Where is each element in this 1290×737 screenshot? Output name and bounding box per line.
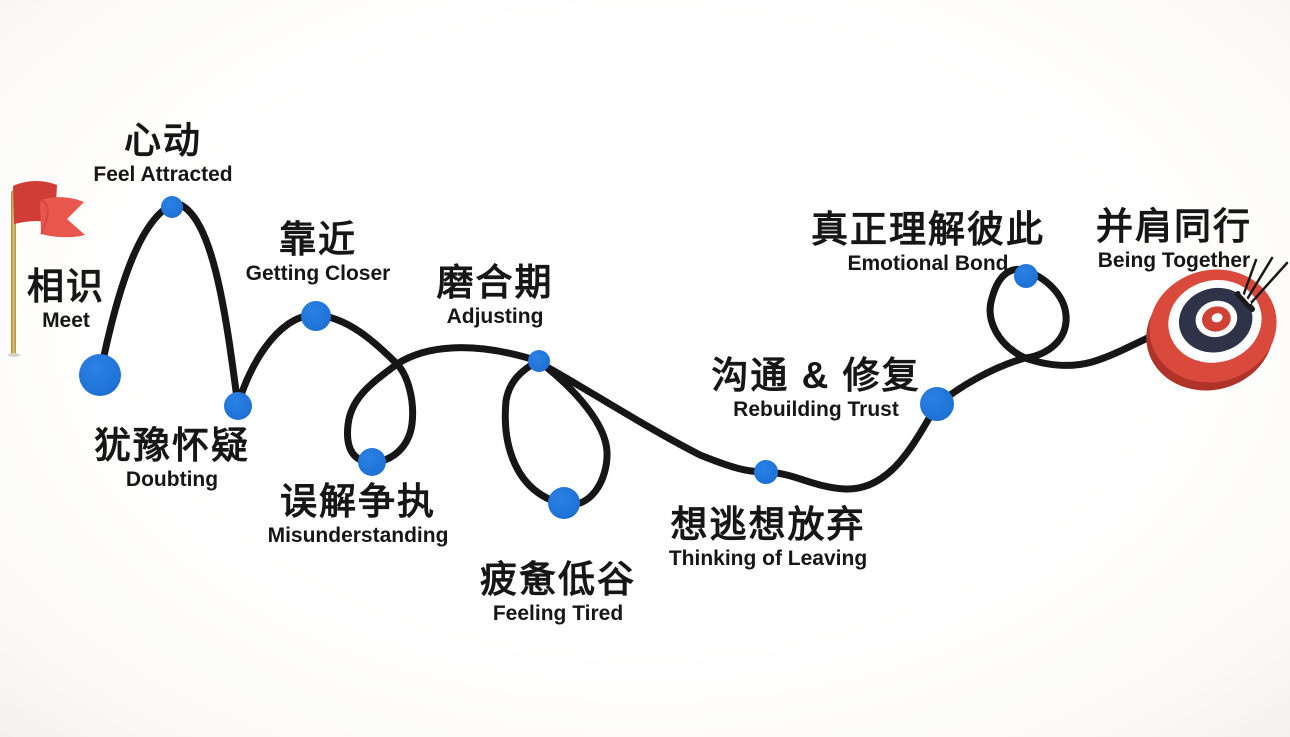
stage-label-getting-closer: 靠近 Getting Closer xyxy=(245,219,391,285)
stage-dot-misunderstanding xyxy=(358,448,386,476)
red-flag-icon xyxy=(8,181,85,357)
stage-en-misunderstanding: Misunderstanding xyxy=(267,523,449,547)
stage-label-feel-attracted: 心动 Feel Attracted xyxy=(93,120,233,186)
stage-en-feel-attracted: Feel Attracted xyxy=(93,162,233,186)
stage-label-meet: 相识 Meet xyxy=(27,266,105,332)
stage-dot-adjusting xyxy=(528,350,550,372)
stage-zh-feeling-tired: 疲惫低谷 xyxy=(480,559,636,600)
stage-dot-doubting xyxy=(224,392,252,420)
stage-en-emotional-bond: Emotional Bond xyxy=(847,251,1009,275)
stage-zh-adjusting: 磨合期 xyxy=(436,262,554,303)
stage-dot-feeling-tired xyxy=(548,487,580,519)
stage-zh-thinking-of-leaving: 想逃想放弃 xyxy=(670,504,866,545)
stage-zh-emotional-bond: 真正理解彼此 xyxy=(811,209,1045,250)
stage-zh-doubting: 犹豫怀疑 xyxy=(94,425,250,466)
stage-dot-getting-closer xyxy=(301,301,331,331)
stage-en-adjusting: Adjusting xyxy=(446,304,544,328)
stage-en-doubting: Doubting xyxy=(125,467,219,491)
stage-label-adjusting: 磨合期 Adjusting xyxy=(436,262,554,328)
stage-zh-misunderstanding: 误解争执 xyxy=(280,481,436,522)
stage-dot-emotional-bond xyxy=(1014,264,1038,288)
stage-label-misunderstanding: 误解争执 Misunderstanding xyxy=(267,481,449,547)
stage-label-feeling-tired: 疲惫低谷 Feeling Tired xyxy=(480,559,636,625)
stage-en-thinking-of-leaving: Thinking of Leaving xyxy=(668,546,868,570)
stage-en-getting-closer: Getting Closer xyxy=(245,261,391,285)
dartboard-target-icon xyxy=(1146,269,1277,391)
dart-arrows-icon xyxy=(1235,256,1289,312)
stage-zh-feel-attracted: 心动 xyxy=(123,120,202,161)
stage-en-being-together: Being Together xyxy=(1097,248,1251,272)
stage-zh-meet: 相识 xyxy=(27,266,105,307)
stage-dot-thinking-of-leaving xyxy=(754,460,778,484)
stage-label-rebuilding-trust: 沟通 & 修复 Rebuilding Trust xyxy=(711,355,921,421)
stage-en-rebuilding-trust: Rebuilding Trust xyxy=(733,397,899,421)
stage-en-feeling-tired: Feeling Tired xyxy=(492,601,624,625)
stage-en-meet: Meet xyxy=(42,308,90,332)
stage-dot-rebuilding-trust xyxy=(920,387,954,421)
stage-dot-feel-attracted xyxy=(161,196,183,218)
stage-label-doubting: 犹豫怀疑 Doubting xyxy=(94,425,250,491)
stage-zh-getting-closer: 靠近 xyxy=(279,219,357,260)
stage-zh-rebuilding-trust: 沟通 & 修复 xyxy=(711,355,921,396)
stage-label-emotional-bond: 真正理解彼此 Emotional Bond xyxy=(811,209,1045,275)
stage-label-thinking-of-leaving: 想逃想放弃 Thinking of Leaving xyxy=(668,504,868,570)
stage-zh-being-together: 并肩同行 xyxy=(1096,206,1252,247)
stage-label-being-together: 并肩同行 Being Together xyxy=(1096,206,1252,272)
stage-dot-meet xyxy=(79,354,121,396)
